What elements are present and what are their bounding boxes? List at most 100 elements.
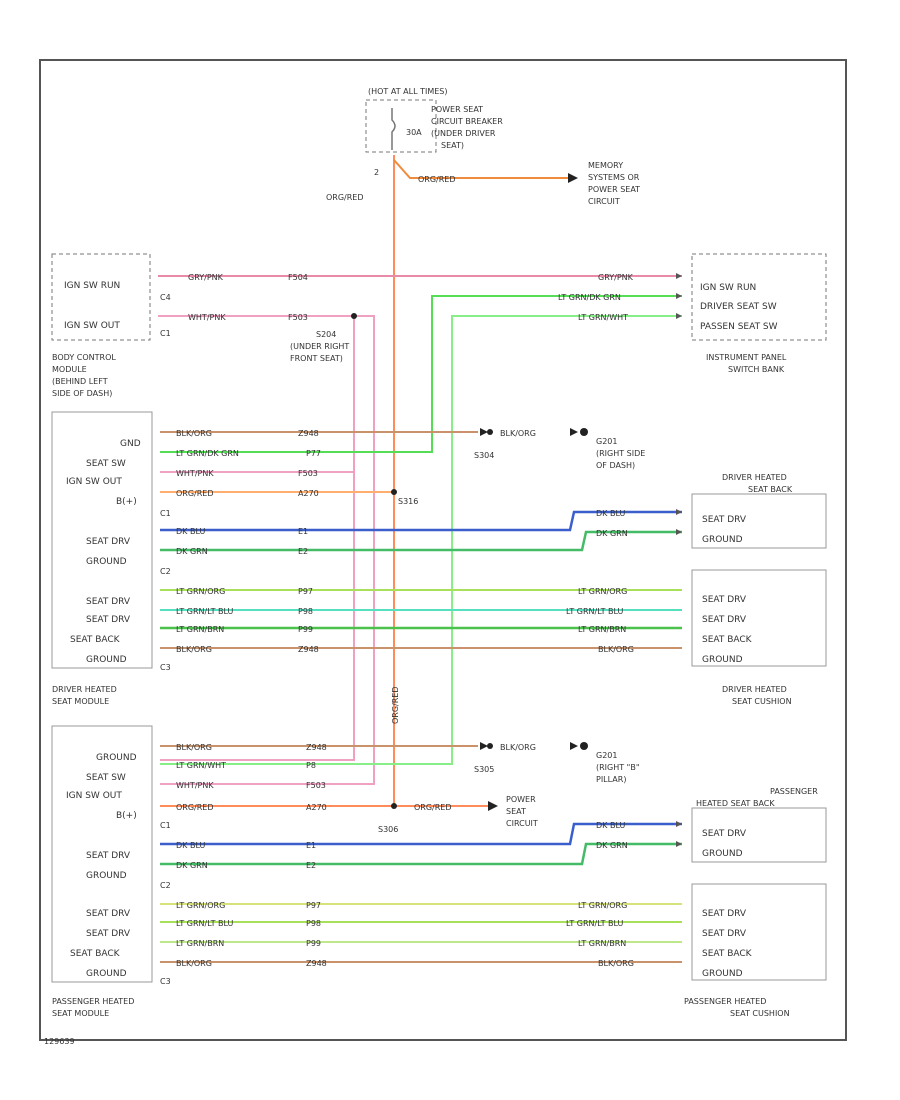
- wire-label-blk-org-2: BLK/ORG: [176, 645, 212, 654]
- ip-caption-2: SWITCH BANK: [728, 365, 785, 374]
- memory-dest-4: CIRCUIT: [588, 197, 620, 206]
- wire-label-ltgrn-wht-m: LT GRN/WHT: [176, 761, 226, 770]
- pass-cush-row-2: SEAT DRV: [702, 929, 747, 939]
- pass-back-box: [691, 807, 827, 863]
- wire-label-dk-grn-2: DK GRN: [176, 861, 208, 870]
- wire-label-p99-2: P99: [306, 939, 321, 948]
- wire-label-ltgrn-ltblu-r2: LT GRN/LT BLU: [566, 919, 624, 928]
- wire-label-ltgrn-brn-r1: LT GRN/BRN: [578, 625, 626, 634]
- fuse-desc-3: (UNDER DRIVER: [431, 129, 496, 138]
- pass-cush-caption-1: PASSENGER HEATED: [684, 997, 766, 1006]
- fuse-desc-4: SEAT): [441, 141, 464, 150]
- connector-marks: [676, 273, 682, 847]
- wire-label-p98-2: P98: [306, 919, 321, 928]
- g202-label: G201: [596, 751, 617, 760]
- pass-module-box: [51, 725, 153, 983]
- ip-caption-1: INSTRUMENT PANEL: [706, 353, 787, 362]
- drv-cush-row-1: SEAT DRV: [702, 595, 747, 605]
- drv-cush-caption-2: SEAT CUSHION: [732, 697, 792, 706]
- pass-back-row-1: SEAT DRV: [702, 829, 747, 839]
- wire-label-ltgrn-brn-r2: LT GRN/BRN: [578, 939, 626, 948]
- wire-label-blk-org-r1: BLK/ORG: [598, 645, 634, 654]
- wire-label-ltgrn-org-r2: LT GRN/ORG: [578, 901, 627, 910]
- power-seat-circuit-1: POWER: [506, 795, 536, 804]
- passmod-conn-c2: C2: [160, 881, 171, 890]
- wire-f503-driver: [158, 315, 355, 761]
- driver-heated-seat-cushion: SEAT DRV SEAT DRV SEAT BACK GROUND DRIVE…: [691, 569, 827, 706]
- passmod-pin-2: SEAT SW: [86, 773, 126, 783]
- wire-label-blk-org-g: BLK/ORG: [500, 429, 536, 438]
- drvmod-conn-c2: C2: [160, 567, 171, 576]
- splice-s316-dot: [391, 489, 397, 495]
- passmod-pin-3: IGN SW OUT: [66, 791, 122, 801]
- wire-label-blk-org-1: BLK/ORG: [176, 429, 212, 438]
- passmod-pin-9: SEAT BACK: [70, 949, 121, 959]
- drvmod-pin-8: SEAT DRV: [86, 615, 131, 625]
- wire-label-dk-blu-r2: DK BLU: [596, 821, 625, 830]
- org-red-label-top: ORG/RED: [418, 175, 456, 184]
- passenger-heated-seat-module: GROUND SEAT SW IGN SW OUT B(+) C1 SEAT D…: [51, 725, 171, 1018]
- driver-heated-seat-module: GND SEAT SW IGN SW OUT B(+) C1 SEAT DRV …: [51, 411, 171, 706]
- drvmod-pin-3: IGN SW OUT: [66, 477, 122, 487]
- g201-label: G201: [596, 437, 617, 446]
- ip-row-3: PASSEN SEAT SW: [700, 322, 778, 332]
- bcm-row-1: IGN SW RUN: [64, 281, 120, 291]
- drv-cush-row-2: SEAT DRV: [702, 615, 747, 625]
- wire-label-wht-pnk: WHT/PNK: [188, 313, 226, 322]
- wire-label-e2-2: E2: [306, 861, 316, 870]
- drvmod-pin-9: SEAT BACK: [70, 635, 121, 645]
- memory-dest-3: POWER SEAT: [588, 185, 640, 194]
- passmod-pin-1: GROUND: [96, 753, 137, 763]
- drv-back-row-2: GROUND: [702, 535, 743, 545]
- s204-loc-1: (UNDER RIGHT: [290, 342, 349, 351]
- power-seat-circuit-3: CIRCUIT: [506, 819, 538, 828]
- g201-loc-2: OF DASH): [596, 461, 635, 470]
- passenger-heated-seat-back: PASSENGER HEATED SEAT BACK SEAT DRV GROU…: [691, 787, 827, 863]
- arrow-right-icon: [570, 742, 578, 750]
- wire-label-dk-blu-r1: DK BLU: [596, 509, 625, 518]
- memory-dest-1: MEMORY: [588, 161, 623, 170]
- drv-cush-box: [691, 569, 827, 667]
- drv-back-title-1: DRIVER HEATED: [722, 473, 787, 482]
- pass-cush-caption-2: SEAT CUSHION: [730, 1009, 790, 1018]
- drvmod-pin-7: SEAT DRV: [86, 597, 131, 607]
- arrow-right-icon: [676, 821, 682, 827]
- bcm-caption-4: SIDE OF DASH): [52, 389, 112, 398]
- wire-label-blk-org-g2: BLK/ORG: [500, 743, 536, 752]
- pass-back-title-2: HEATED SEAT BACK: [696, 799, 775, 808]
- wire-label-ltgrn-ltblu-2: LT GRN/LT BLU: [176, 919, 234, 928]
- wire-label-z948-1: Z948: [298, 429, 319, 438]
- pass-cush-row-4: GROUND: [702, 969, 743, 979]
- drvmod-pin-4: B(+): [116, 497, 137, 507]
- memory-dest-2: SYSTEMS OR: [588, 173, 640, 182]
- instrument-panel-switch-bank: IGN SW RUN DRIVER SEAT SW PASSEN SEAT SW…: [691, 253, 827, 374]
- wire-label-ltgrn-ltblu-1: LT GRN/LT BLU: [176, 607, 234, 616]
- drvmod-pin-2: SEAT SW: [86, 459, 126, 469]
- wire-label-f503-3: F503: [306, 781, 326, 790]
- wire-e1-pass: [160, 822, 682, 846]
- wire-label-a270-1: A270: [298, 489, 319, 498]
- wire-label-p98-1: P98: [298, 607, 313, 616]
- passmod-pin-10: GROUND: [86, 969, 127, 979]
- wire-label-dk-blu-2: DK BLU: [176, 841, 205, 850]
- g201-loc-1: (RIGHT SIDE: [596, 449, 645, 458]
- org-red-memory-wire: [393, 159, 570, 179]
- bcm-box: [51, 253, 151, 341]
- arrow-right-icon: [480, 742, 488, 750]
- s204-loc-2: FRONT SEAT): [290, 354, 343, 363]
- bcm-caption-1: BODY CONTROL: [52, 353, 116, 362]
- arrow-right-icon: [480, 428, 488, 436]
- passmod-conn-c3: C3: [160, 977, 171, 986]
- pass-cush-row-1: SEAT DRV: [702, 909, 747, 919]
- wire-label-f503: F503: [288, 313, 308, 322]
- splice-s306: S306: [378, 825, 398, 834]
- wire-label-a270-2: A270: [306, 803, 327, 812]
- arrow-right-icon: [676, 841, 682, 847]
- circuit-breaker: (HOT AT ALL TIMES) 30A POWER SEAT CIRCUI…: [365, 87, 503, 177]
- ground-g201-icon: [580, 428, 588, 436]
- splice-s305: S305: [474, 765, 494, 774]
- passmod-pin-6: GROUND: [86, 871, 127, 881]
- wire-label-blk-org-r2: BLK/ORG: [598, 959, 634, 968]
- drv-back-title-2: SEAT BACK: [748, 485, 793, 494]
